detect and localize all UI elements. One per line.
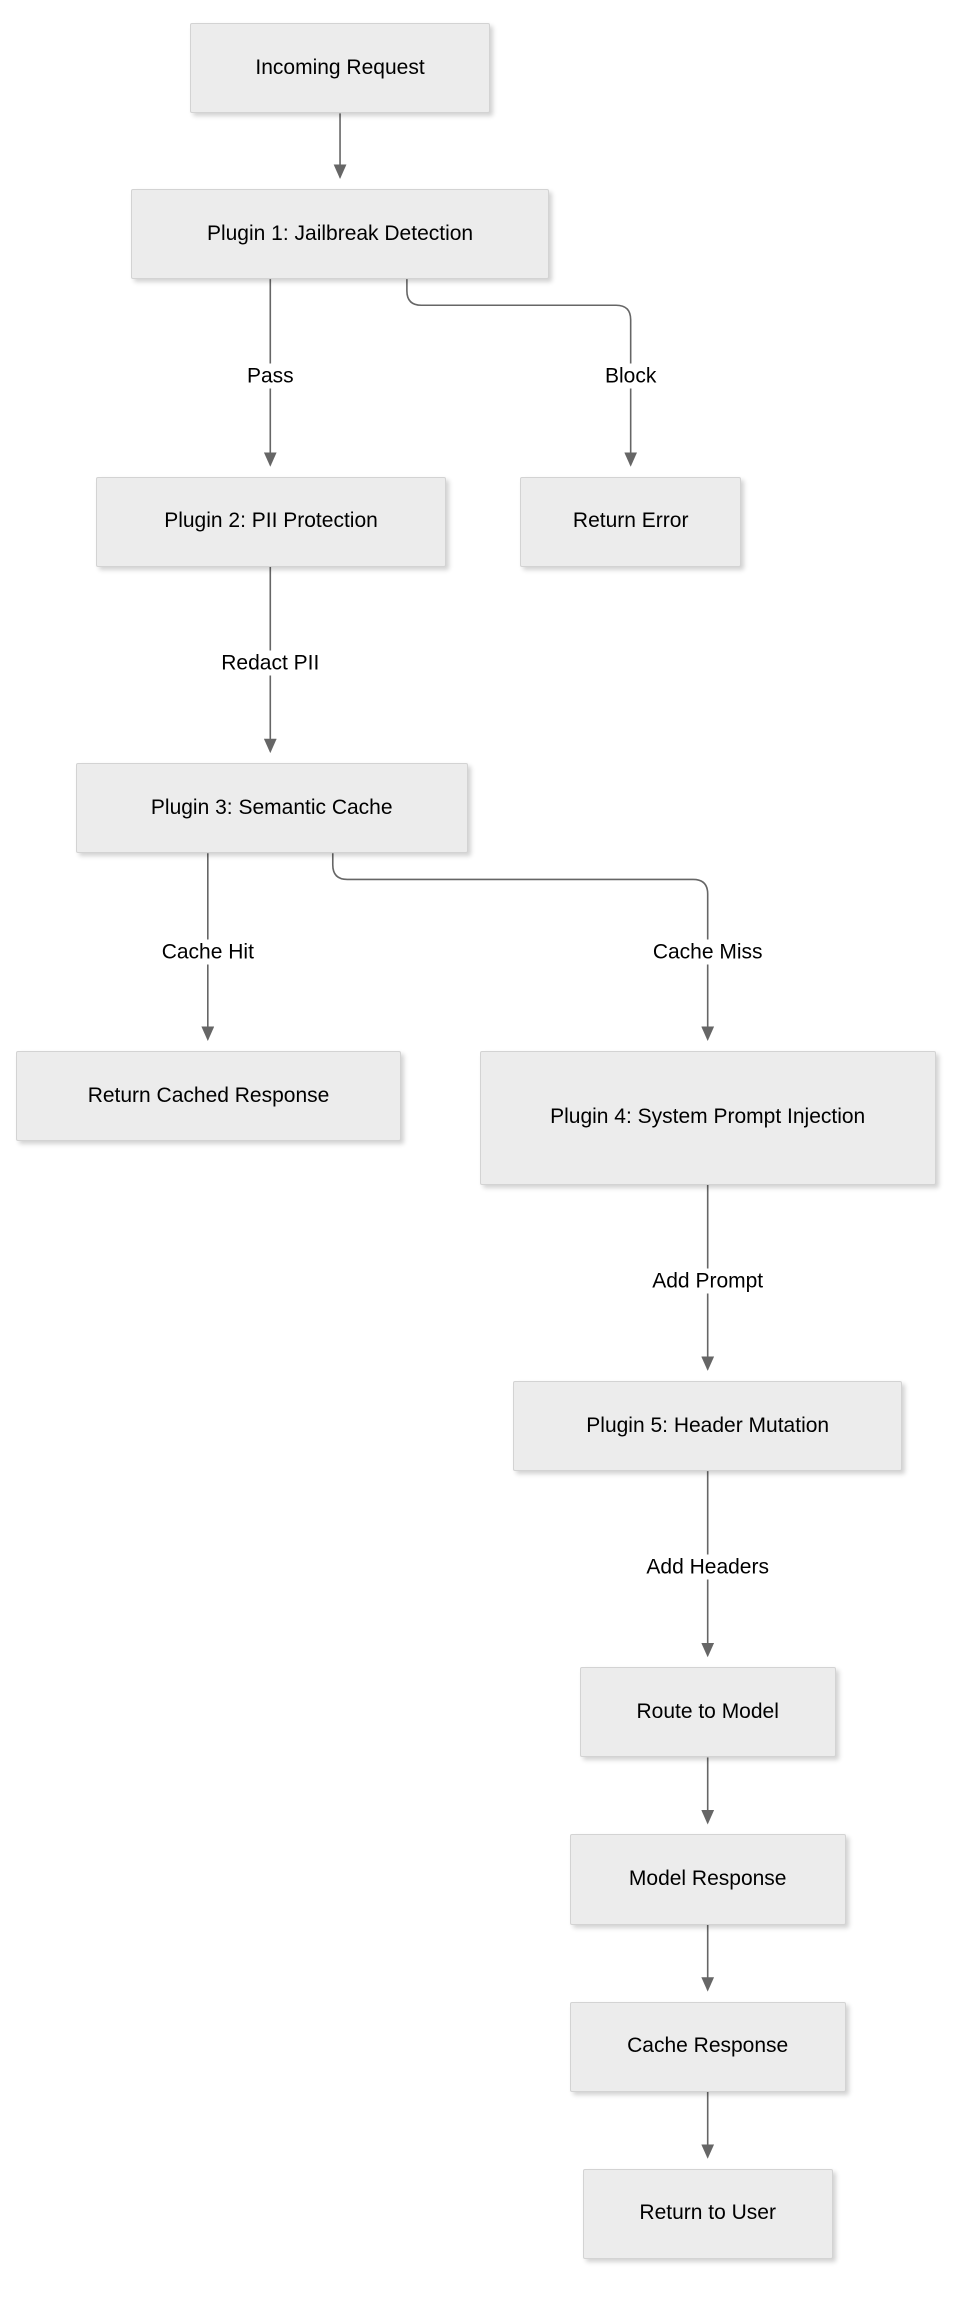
node-label: Return Error: [572, 509, 689, 533]
node-route_to_model[interactable]: Route to Model: [579, 1667, 836, 1758]
node-label: Plugin 2: PII Protection: [164, 509, 378, 533]
node-cache_response[interactable]: Cache Response: [569, 2001, 846, 2092]
edge-label-e2: Pass: [241, 363, 299, 389]
node-return_to_user[interactable]: Return to User: [582, 2168, 833, 2259]
edge-label-e6: Cache Miss: [647, 939, 768, 965]
node-label: Route to Model: [636, 1699, 779, 1723]
node-label: Return to User: [639, 2201, 776, 2225]
edge-label-e3: Block: [599, 363, 662, 389]
edge-label-e4: Redact PII: [216, 650, 325, 676]
node-plugin1[interactable]: Plugin 1: Jailbreak Detection: [130, 188, 550, 280]
node-model_response[interactable]: Model Response: [569, 1834, 846, 1925]
edge-plugin1-to-return_error: [407, 279, 640, 468]
node-plugin2[interactable]: Plugin 2: PII Protection: [95, 476, 447, 567]
node-incoming_request[interactable]: Incoming Request: [190, 23, 490, 114]
node-return_error[interactable]: Return Error: [520, 476, 742, 567]
node-label: Plugin 4: System Prompt Injection: [550, 1105, 866, 1129]
node-label: Plugin 5: Header Mutation: [586, 1413, 830, 1437]
node-label: Model Response: [628, 1867, 787, 1891]
node-label: Plugin 1: Jailbreak Detection: [206, 221, 474, 245]
node-label: Cache Response: [627, 2034, 789, 2058]
node-label: Incoming Request: [255, 55, 425, 79]
node-return_cached[interactable]: Return Cached Response: [15, 1050, 402, 1142]
edge-label-e8: Add Headers: [641, 1554, 774, 1580]
edge-label-e5: Cache Hit: [156, 939, 259, 965]
node-plugin3[interactable]: Plugin 3: Semantic Cache: [75, 763, 468, 854]
node-label: Plugin 3: Semantic Cache: [150, 795, 393, 819]
node-plugin5[interactable]: Plugin 5: Header Mutation: [512, 1380, 903, 1472]
edge-label-e7: Add Prompt: [647, 1268, 769, 1294]
node-label: Return Cached Response: [87, 1083, 330, 1107]
node-plugin4[interactable]: Plugin 4: System Prompt Injection: [479, 1050, 936, 1185]
